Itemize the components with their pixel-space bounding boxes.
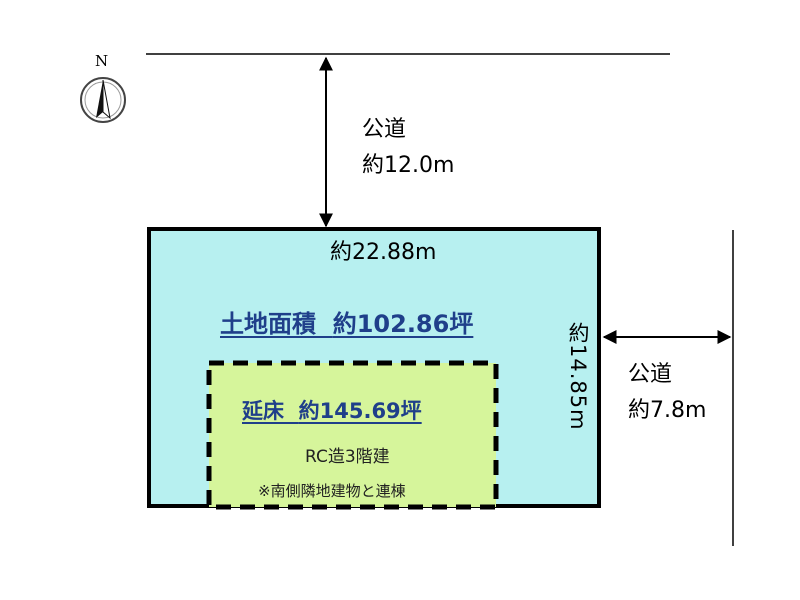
building-structure: RC造3階建 <box>305 447 390 467</box>
east-road-width: 約7.8m <box>628 398 707 423</box>
building-footprint <box>206 360 499 510</box>
floor-area-value: 約145.69坪 <box>298 399 422 423</box>
land-area-label: 土地面積 <box>220 310 316 338</box>
site-top-dimension: 約22.88m <box>330 240 437 265</box>
building-note: ※南側隣地建物と連棟 <box>258 482 406 500</box>
site-side-dimension: 約14.85m <box>566 322 590 431</box>
east-road-name: 公道 <box>628 362 673 387</box>
floor-area-title: 延床 約145.69坪 <box>242 395 422 425</box>
north-road-name: 公道 <box>362 117 407 142</box>
floor-area-label: 延床 <box>242 399 284 423</box>
compass-north-label: N <box>95 52 109 70</box>
north-road-width: 約12.0m <box>362 153 455 178</box>
north-arrow-icon <box>80 77 126 123</box>
land-area-value: 約102.86坪 <box>332 310 474 338</box>
land-area-title: 土地面積 約102.86坪 <box>220 304 473 339</box>
